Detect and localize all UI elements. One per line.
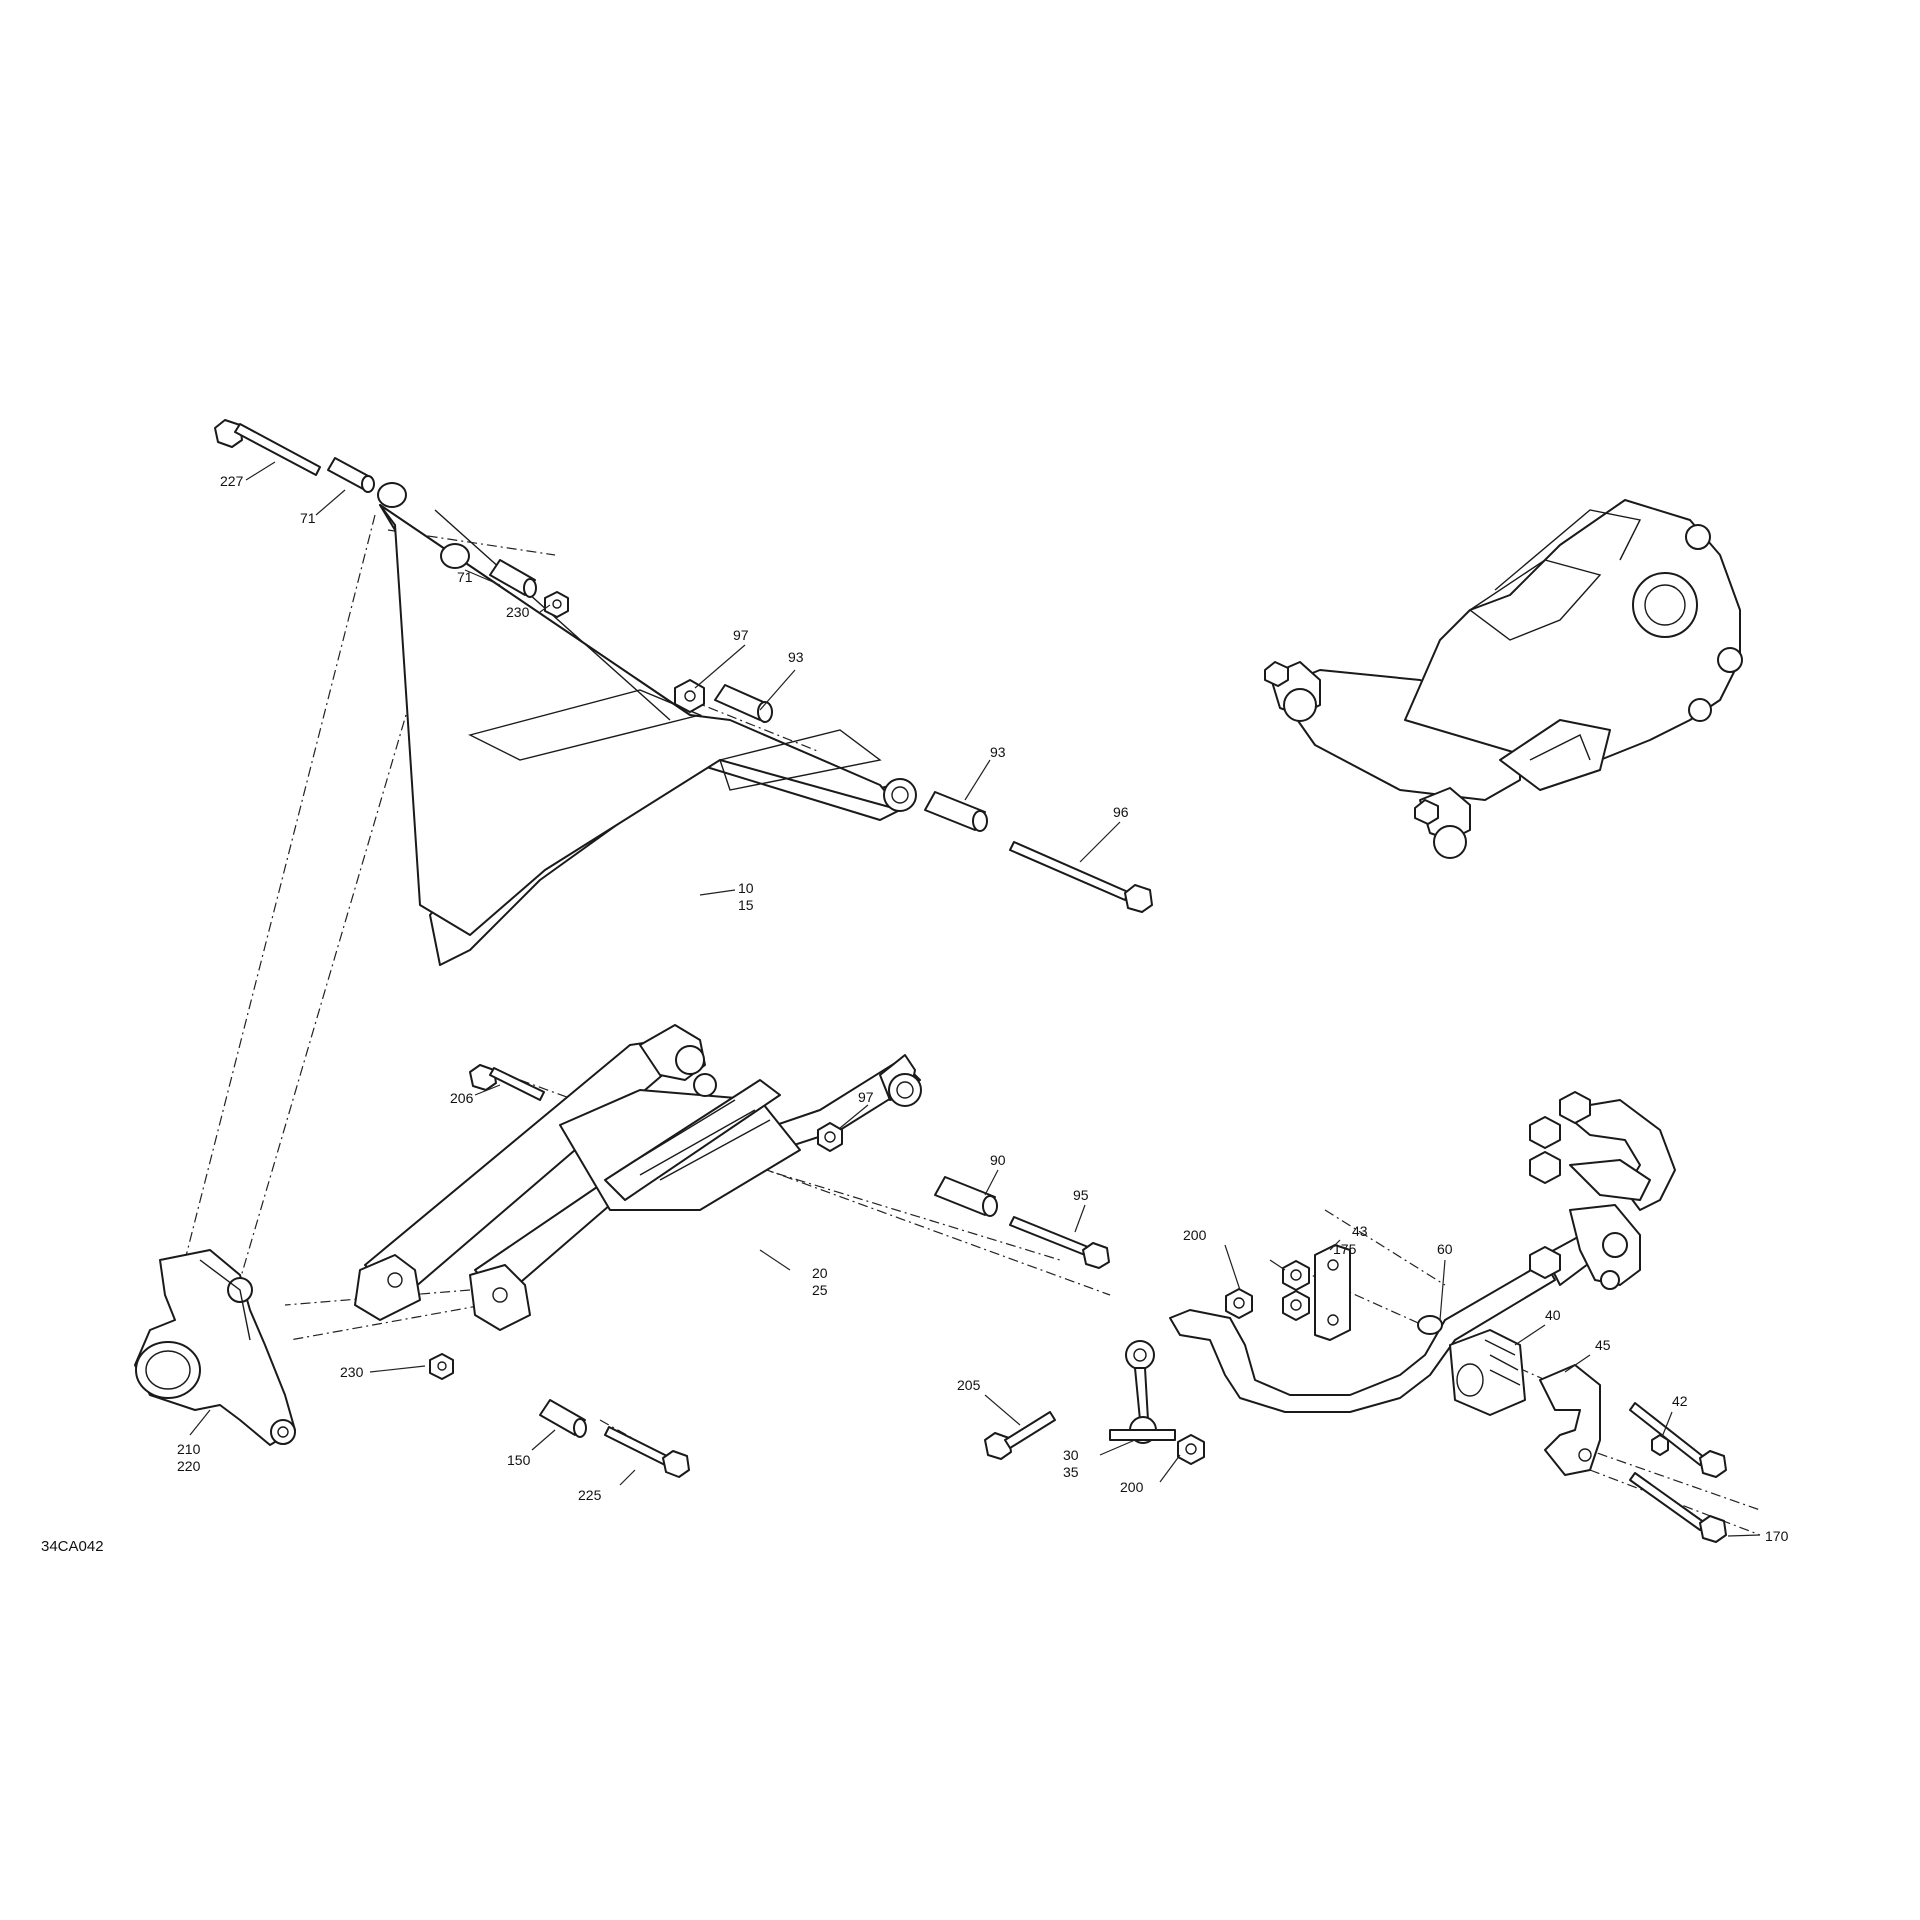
assembled-inset-view [1264,499,1743,859]
callout-206: 206 [450,1090,474,1106]
upper-a-arm [377,482,917,966]
callout-150: 150 [507,1452,531,1468]
callout-175: 175 [1333,1241,1357,1257]
bolt-225 [604,1426,690,1478]
sway-bushing-40 [1449,1329,1526,1416]
callout-90: 90 [990,1152,1006,1168]
callout-71-top: 71 [300,510,316,526]
callout-45: 45 [1595,1337,1611,1353]
drawing-code: 34CA042 [41,1538,104,1555]
callout-35: 35 [1063,1464,1079,1480]
sway-bar-assembly [1169,1091,1676,1413]
knuckle [134,1249,296,1446]
nut-230-top [544,591,569,618]
callout-227: 227 [220,473,244,489]
callouts: 97 93 93 96 10 15 227 71 71 230 206 97 9… [177,473,1789,1544]
callout-93-top: 93 [788,649,804,665]
callout-42: 42 [1672,1393,1688,1409]
pin-42 [1651,1434,1669,1456]
upper-arm-hardware [214,419,1153,913]
callout-71-bottom: 71 [457,569,473,585]
nut-175 [1282,1260,1310,1291]
nut-200-top [1225,1288,1253,1319]
bolt-206 [469,1064,545,1101]
callout-225: 225 [578,1487,602,1503]
callout-96: 96 [1113,804,1129,820]
callout-205: 205 [957,1377,981,1393]
callout-170: 170 [1765,1528,1789,1544]
callout-30: 30 [1063,1447,1079,1463]
nut-97-mid [817,1122,843,1152]
bolt-96 [1009,841,1153,913]
callout-97-mid: 97 [858,1089,874,1105]
callout-210: 210 [177,1441,201,1457]
nut-230-bottom [429,1353,454,1380]
callout-93-right: 93 [990,744,1006,760]
callout-43: 43 [1352,1223,1368,1239]
bolt-227 [214,419,321,476]
bolt-95 [1009,1216,1110,1269]
lower-a-arm [354,1024,922,1331]
clamp-45 [1539,1364,1601,1476]
bushing-93-top [714,684,773,723]
callout-97-top: 97 [733,627,749,643]
callout-200-top: 200 [1183,1227,1207,1243]
callout-200-bottom: 200 [1120,1479,1144,1495]
callout-95: 95 [1073,1187,1089,1203]
callout-60: 60 [1437,1241,1453,1257]
callout-230-bottom: 230 [340,1364,364,1380]
bolt-205 [984,1411,1056,1460]
end-link-30-35 [1109,1340,1176,1444]
bushing-90 [934,1176,998,1217]
nut-97-top [674,679,705,713]
bolts-170 [1629,1402,1727,1543]
callout-25: 25 [812,1282,828,1298]
callout-40: 40 [1545,1307,1561,1323]
callout-20: 20 [812,1265,828,1281]
callout-220: 220 [177,1458,201,1474]
bushing-93-right [924,791,988,832]
nut-200-bottom [1177,1434,1205,1465]
sway-nuts [1177,1260,1310,1465]
callout-230-top: 230 [506,604,530,620]
callout-10: 10 [738,880,754,896]
leader-lines [189,461,1761,1537]
bushing-71-bottom [489,559,537,598]
callout-15: 15 [738,897,754,913]
nut-175-lower [1282,1290,1310,1321]
link-plate-43 [1314,1244,1351,1341]
bushing-71-top [327,457,375,493]
bushing-150 [539,1399,587,1438]
lower-arm-hardware [429,1064,1110,1478]
